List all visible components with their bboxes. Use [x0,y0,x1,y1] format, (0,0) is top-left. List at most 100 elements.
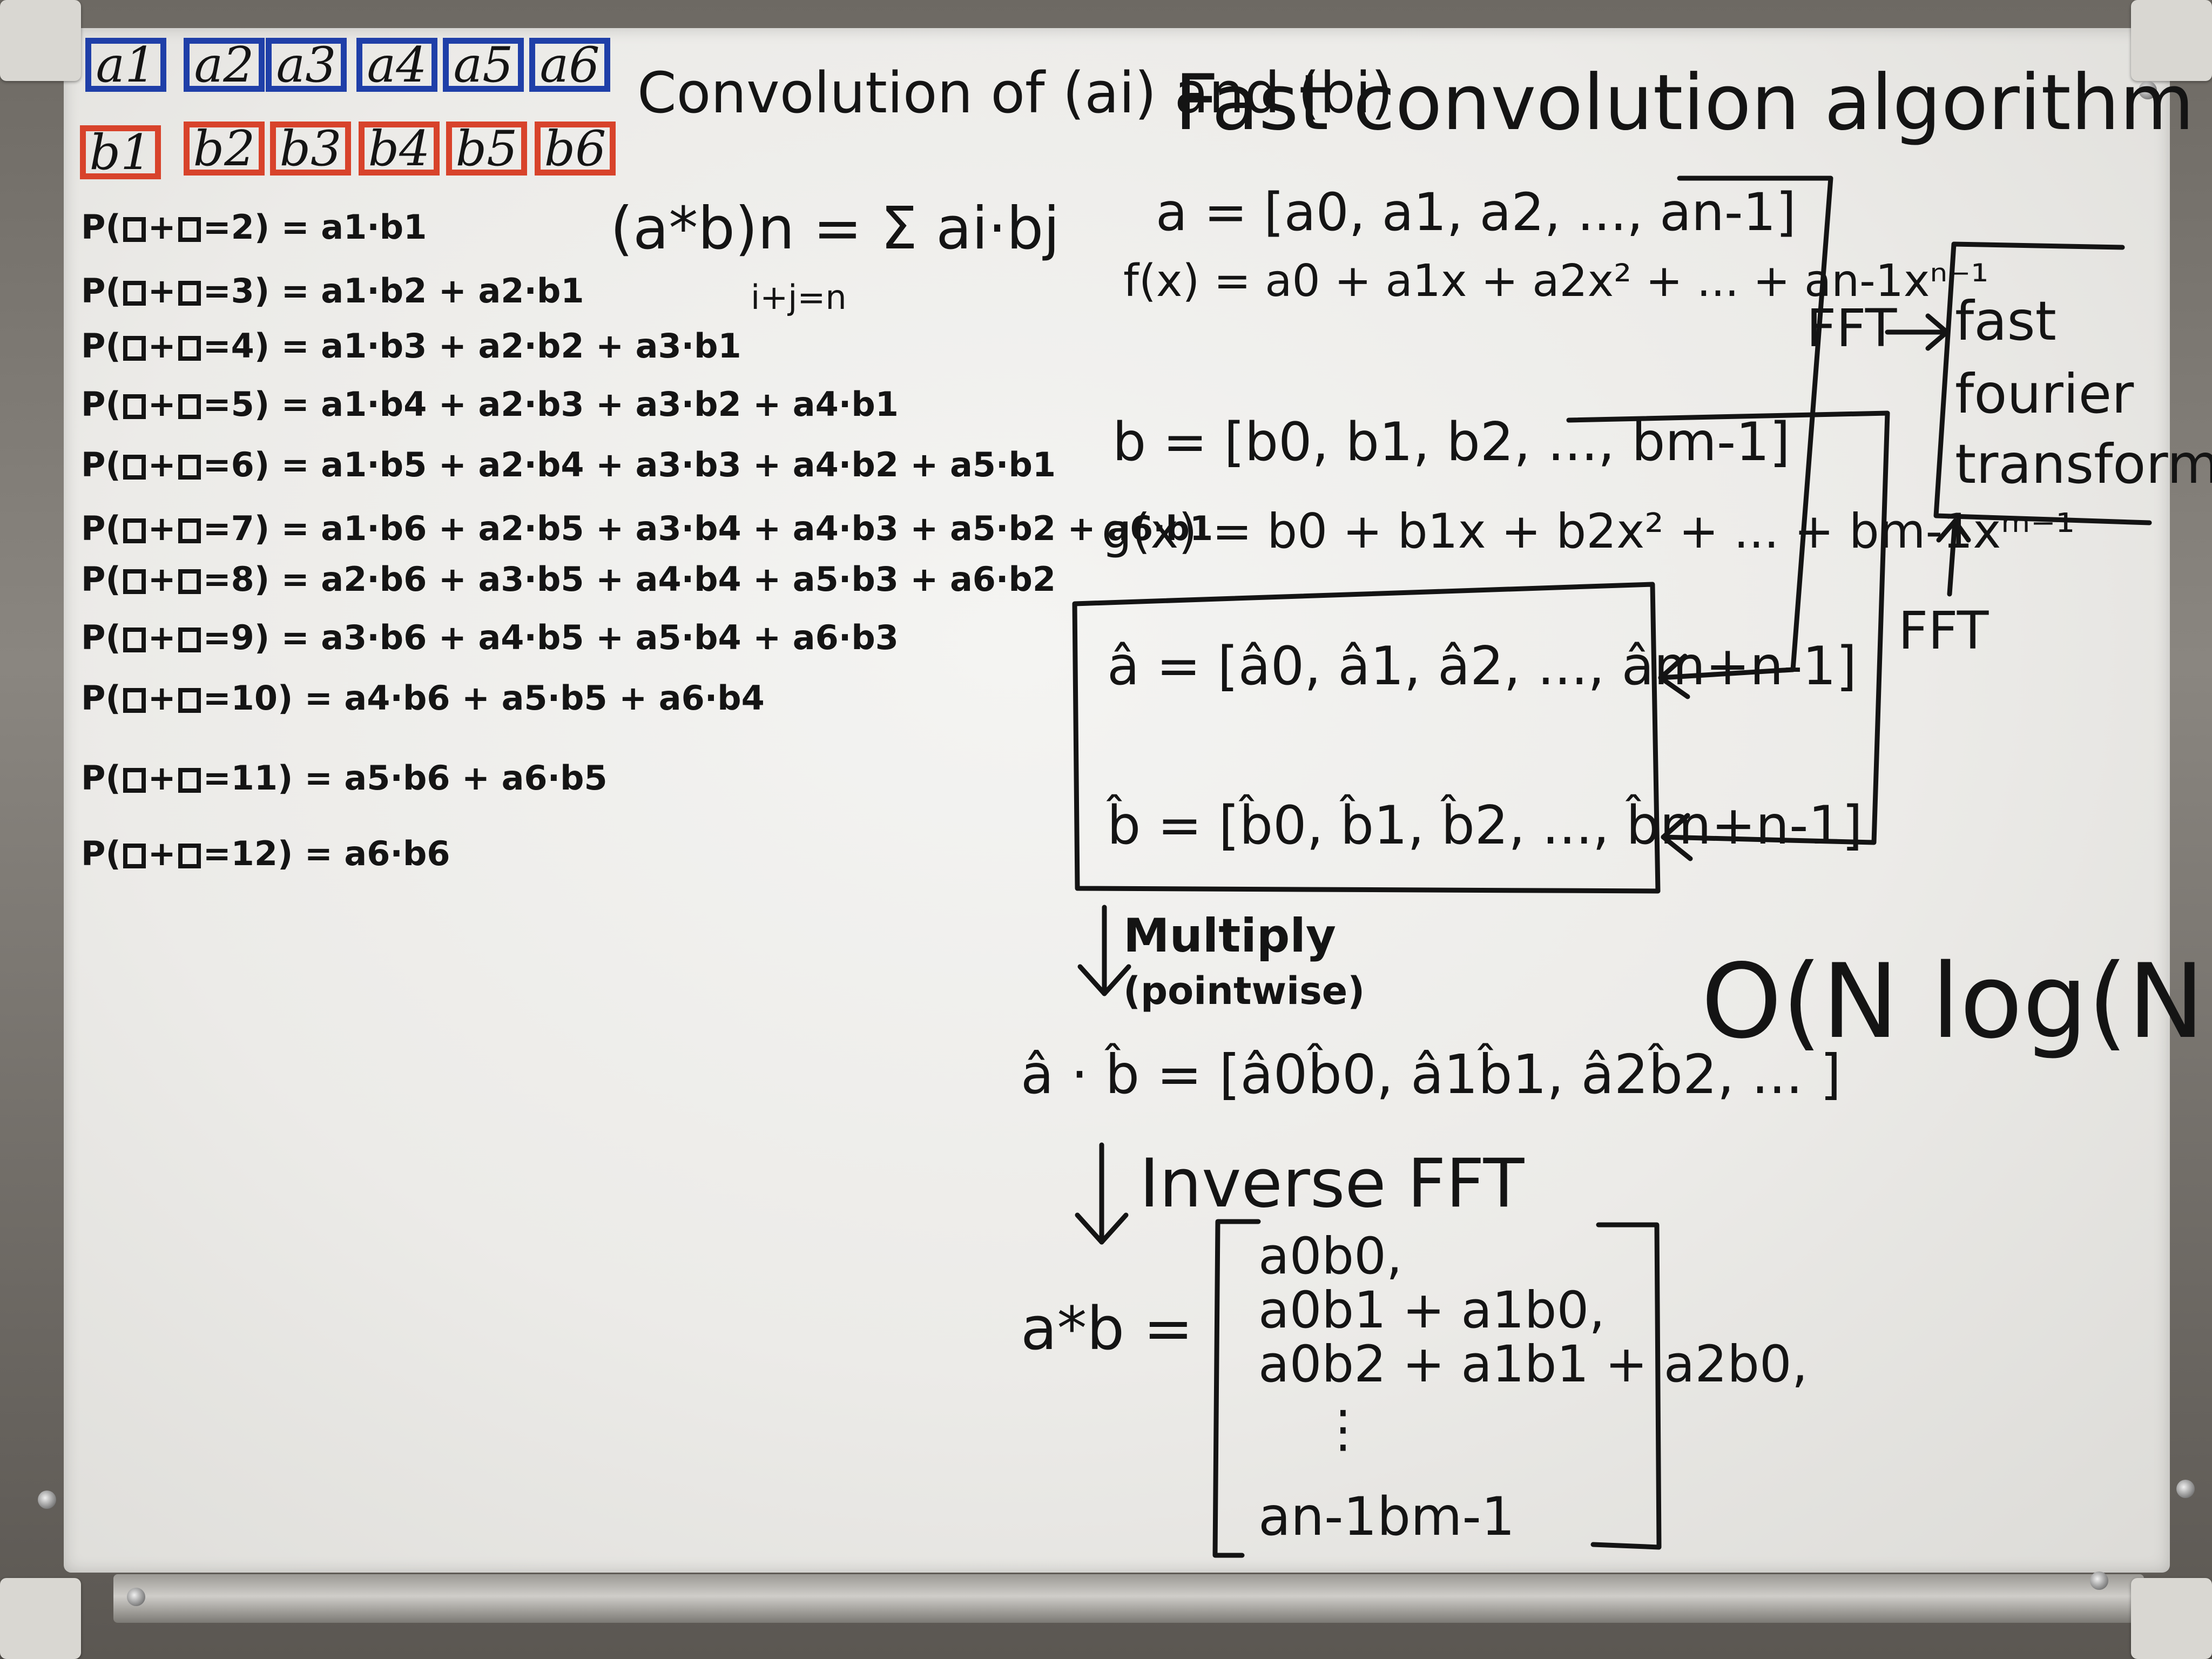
probability-line: P(+=3) = a1·b2 + a2·b1 [81,274,584,308]
result-row: a0b1 + a1b0, [1258,1281,1606,1340]
blue-square-icon [123,687,146,713]
prob-expression: =10) = a4·b6 + a5·b5 + a6·b4 [203,678,765,718]
blue-square-icon [123,518,146,543]
screw-icon [2090,1572,2108,1590]
fft-up-arrow [1947,518,1958,597]
probability-line: P( + =12) = a6·b6 [81,837,450,871]
plus-sign: + [147,678,176,718]
convolution-formula: (a*b)n = Σ ai·bj [610,195,1060,262]
plus-sign: + [147,834,176,873]
red-square-icon [178,217,201,242]
result-right-bracket [1590,1222,1662,1550]
box-label: b4 [368,120,430,177]
probability-line: P( + =7) = a1·b6 + a2·b5 + a3·b4 + a4·b3 +… [81,512,1213,545]
box-label: b2 [193,120,255,177]
product-line: â · b̂ = [â0b̂0, â1b̂1, â2b̂2, ... ] [1021,1043,1842,1106]
box-label: a3 [276,36,336,93]
red-square-icon [178,569,201,594]
a-hat-vector: â = [â0, â1, â2, ..., âm+n-1] [1107,636,1857,697]
arrow-a-to-ahat [1658,176,1833,680]
red-square-icon [178,280,201,306]
red-square-icon [178,454,201,480]
box-b4: b4 [359,120,440,177]
prob-expression: =2) = a1·b1 [203,207,427,247]
probability-line: P(+=11) = a5·b6 + a6·b5 [81,761,608,795]
plus-sign: + [147,271,176,311]
g-polynomial: g(x) = b0 + b1x + b2x² + ... + bm-1xᵐ⁻¹ [1102,503,2075,559]
plus-sign: + [147,207,176,247]
prob-expression: =9) = a3·b6 + a4·b5 + a5·b4 + a6·b3 [203,618,899,657]
fft-box-outline [1933,241,2152,525]
prob-expression: =12) = a6·b6 [203,834,450,873]
box-label: b6 [544,120,606,177]
plus-sign: + [147,758,176,798]
prob-expression: =7) = a1·b6 + a2·b5 + a3·b4 + a4·b3 + a5… [203,509,1213,548]
box-b3: b3 [270,120,351,177]
prob-expression: =11) = a5·b6 + a6·b5 [203,758,608,798]
box-label: a5 [453,36,514,93]
box-a5: a5 [443,36,524,93]
frame-corner-bottom-left [0,1578,81,1659]
arrow-b-to-bhat [1566,410,1890,845]
fft-box-line: fast [1955,289,2056,353]
prob-prefix: P( [81,207,121,247]
blue-square-icon [123,394,146,419]
plus-sign: + [147,445,176,484]
blue-square-icon [123,280,146,306]
screw-icon [127,1588,145,1606]
screw-icon [2176,1480,2195,1498]
blue-square-icon [123,767,146,793]
prob-prefix: P( [81,834,121,873]
multiply-label: Multiply [1123,909,1336,963]
blue-square-icon [123,843,146,868]
marker-tray [113,1574,2144,1623]
box-a6: a6 [529,36,610,93]
blue-square-icon [123,335,146,361]
prob-prefix: P( [81,618,121,657]
red-square-icon [178,518,201,543]
red-square-icon [178,627,201,652]
plus-sign: + [147,509,176,548]
convolution-title: Convolution of (ai) and (bi) [637,60,1393,126]
box-label: b1 [89,124,152,181]
box-label: a1 [96,36,156,93]
box-b2: b2 [184,120,265,177]
red-square-icon [178,687,201,713]
pointwise-label: (pointwise) [1123,969,1365,1013]
plus-sign: + [147,385,176,424]
prob-expression: =4) = a1·b3 + a2·b2 + a3·b1 [203,326,741,366]
arrowhead-right [1925,313,1950,351]
frame-corner-top-right [2131,0,2212,81]
plus-sign: + [147,559,176,599]
a-star-b-label: a*b = [1021,1294,1193,1363]
result-row: a0b2 + a1b1 + a2b0, [1258,1335,1808,1394]
probability-line: P(+=2) = a1·b1 [81,211,427,244]
arrowhead-down [1077,964,1131,996]
screw-icon [38,1491,56,1509]
box-label: a6 [539,36,600,93]
blue-square-icon [123,217,146,242]
red-square-icon [178,843,201,868]
plus-sign: + [147,326,176,366]
result-row: an-1bm-1 [1258,1486,1515,1548]
probability-line: P(+=5) = a1·b4 + a2·b3 + a3·b2 + a4·b1 [81,388,899,421]
box-a2: a2 [184,37,265,93]
box-b6: b6 [535,120,616,177]
b-vector: b = [b0, b1, b2, ..., bm-1] [1112,412,1790,473]
result-row-ellipsis: ⋮ [1318,1400,1368,1459]
result-left-bracket [1212,1219,1261,1558]
red-square-icon [178,394,201,419]
main-title: Fast convolution algorithm [1175,58,2195,147]
prob-prefix: P( [81,326,121,366]
prob-expression: =6) = a1·b5 + a2·b4 + a3·b3 + a4·b2 + a5… [203,445,1056,484]
box-b1: b1 [80,124,161,181]
box-label: a4 [367,36,427,93]
prob-prefix: P( [81,678,121,718]
box-a4: a4 [356,36,437,93]
prob-prefix: P( [81,509,121,548]
result-row: a0b0, [1258,1227,1402,1286]
fft-box-line: transform [1955,433,2212,496]
frame-corner-top-left [0,0,81,81]
screw-icon [2139,81,2157,99]
